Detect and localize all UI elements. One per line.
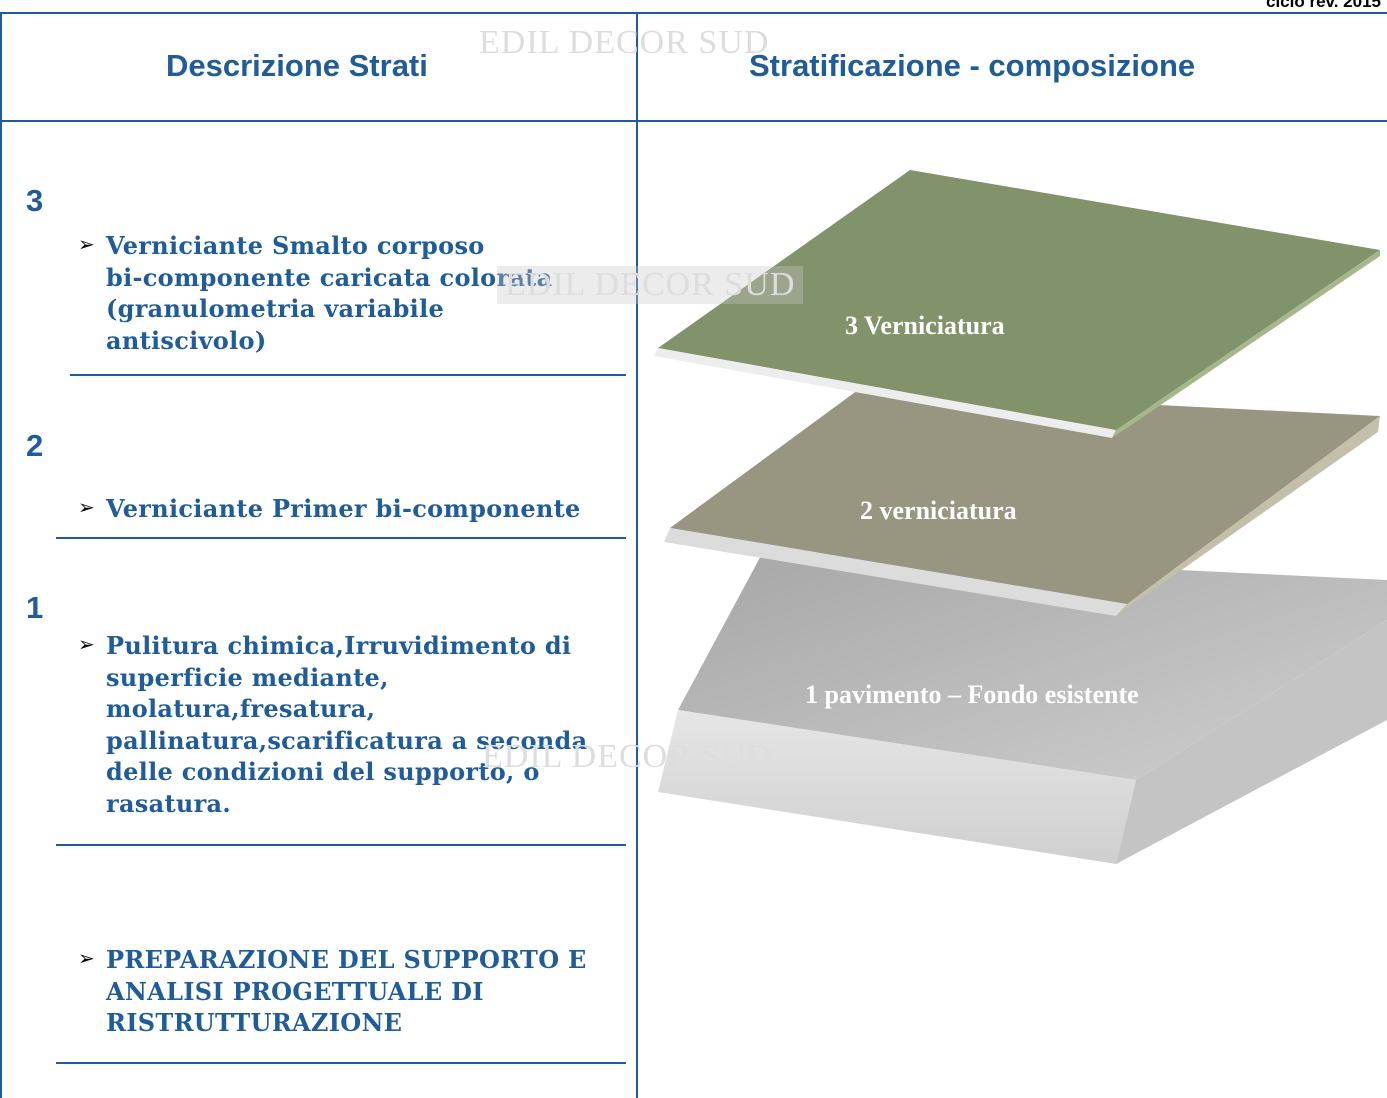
- layer-stack-diagram: 3 Verniciatura 2 verniciatura 1 paviment…: [654, 170, 1387, 864]
- layer-2-front: [664, 528, 1127, 616]
- layer-3-top: [658, 170, 1380, 430]
- layer-1-top: [678, 550, 1387, 780]
- layer-1-side: [1116, 620, 1387, 864]
- header-description-layers: Descrizione Strati: [166, 48, 428, 83]
- layer-2-item: ➢ Verniciante Primer bi-componente: [78, 493, 581, 525]
- layer-1-underline: [56, 844, 626, 846]
- layer-3-underline: [70, 374, 626, 376]
- diagram-label-2: 2 verniciatura: [860, 496, 1017, 525]
- preparation-item: ➢ PREPARAZIONE DEL SUPPORTO E ANALISI PR…: [78, 944, 587, 1039]
- preparation-description: PREPARAZIONE DEL SUPPORTO E ANALISI PROG…: [106, 945, 587, 1037]
- layer-3-front: [654, 348, 1116, 438]
- layer-1-front: [658, 710, 1136, 864]
- layer-3-side: [1112, 250, 1380, 438]
- arrow-bullet-icon: ➢: [78, 948, 95, 970]
- layer-2-top: [670, 390, 1380, 604]
- layer-3-number: 3: [26, 183, 44, 218]
- frame-left-border: [0, 12, 2, 1098]
- watermark-logo: EDIL DECOR SUD: [479, 24, 770, 61]
- layer-1-item: ➢ Pulitura chimica,Irruvidimento di supe…: [78, 630, 588, 819]
- diagram-label-1: 1 pavimento – Fondo esistente: [805, 680, 1139, 709]
- preparation-underline: [56, 1062, 626, 1064]
- diagram-label-3: 3 Verniciatura: [845, 311, 1005, 340]
- arrow-bullet-icon: ➢: [78, 234, 95, 256]
- layer-1-number: 1: [26, 590, 44, 625]
- layer-2-underline: [56, 537, 626, 539]
- layer-2-description: Verniciante Primer bi-componente: [106, 494, 581, 523]
- layer-1-slab: [658, 550, 1387, 864]
- arrow-bullet-icon: ➢: [78, 634, 95, 656]
- layer-3-description: Verniciante Smalto corposo bi-componente…: [106, 231, 553, 355]
- header-divider: [0, 120, 1387, 122]
- layer-3-item: ➢ Verniciante Smalto corposo bi-componen…: [78, 230, 553, 356]
- header-stratification: Stratificazione - composizione: [749, 48, 1196, 83]
- revision-label: ciclo rev. 2015: [1266, 0, 1381, 11]
- layer-1-description: Pulitura chimica,Irruvidimento di superf…: [106, 631, 588, 818]
- layer-2-side: [1116, 416, 1380, 616]
- layer-2-slab: [664, 390, 1380, 616]
- frame-top-border: [0, 12, 1387, 14]
- layer-2-number: 2: [26, 428, 44, 463]
- column-divider: [636, 12, 638, 1098]
- layer-3-slab: [654, 170, 1380, 438]
- arrow-bullet-icon: ➢: [78, 497, 95, 519]
